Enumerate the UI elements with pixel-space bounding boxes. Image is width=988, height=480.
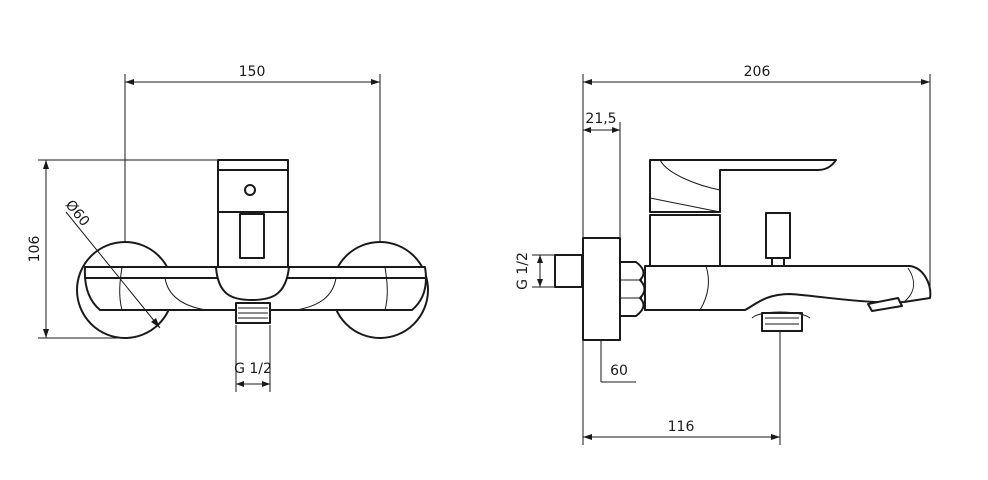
- dim-106: 106: [27, 159, 218, 339]
- dim-diameter-label: Ø60: [62, 197, 93, 229]
- lever-handle: [649, 159, 837, 213]
- diverter-bowl: [215, 266, 290, 301]
- hex-nut: [619, 261, 646, 317]
- dim-116: 116: [582, 331, 781, 445]
- front-view: 150 106 Ø60 G 1/2: [27, 64, 429, 392]
- dim-side-thread: G 1/2: [515, 252, 555, 290]
- wall-thread: [554, 254, 583, 288]
- dim-front-thread-label: G 1/2: [234, 361, 272, 377]
- dim-150: 150: [124, 64, 381, 242]
- dim-116-label: 116: [668, 419, 695, 435]
- spout-aerator: [867, 297, 903, 312]
- dim-206: 206: [582, 64, 931, 296]
- dim-106-label: 106: [27, 236, 43, 263]
- dim-21-5-label: 21,5: [585, 111, 616, 127]
- dim-front-thread: G 1/2: [234, 325, 272, 392]
- spout-body: [644, 265, 932, 311]
- cartridge-housing: [649, 214, 721, 267]
- screw-hole: [244, 184, 256, 196]
- dim-60: 60: [600, 340, 636, 383]
- diverter-knob: [765, 212, 791, 259]
- dim-21-5: 21,5: [583, 111, 621, 238]
- side-outlet-thread: [761, 312, 803, 332]
- dim-side-thread-label: G 1/2: [515, 252, 531, 290]
- wall-flange: [582, 237, 621, 341]
- lever-stem: [239, 213, 265, 259]
- dim-60-label: 60: [610, 363, 628, 379]
- dim-150-label: 150: [239, 64, 266, 80]
- dim-206-label: 206: [744, 64, 771, 80]
- side-view: 206 21,5 G 1/2 60: [515, 64, 932, 445]
